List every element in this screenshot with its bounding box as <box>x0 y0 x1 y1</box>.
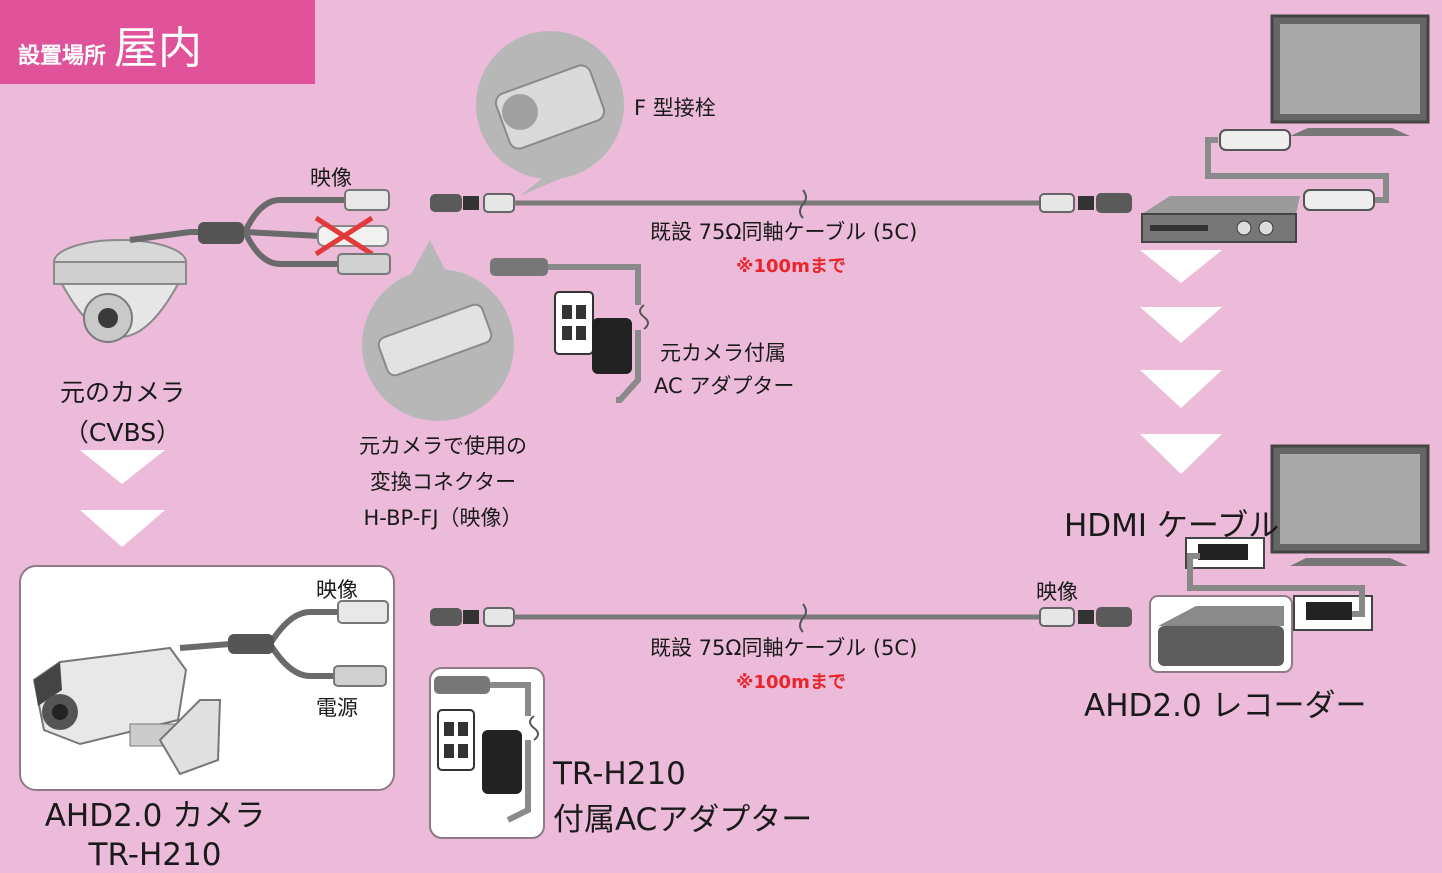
ahd-camera-label-2: TR-H210 <box>88 837 222 873</box>
ahd-recorder-icon <box>1158 606 1284 666</box>
original-camera-label-1: 元のカメラ <box>59 378 185 407</box>
ahd-ac-adapter-icon <box>434 676 539 823</box>
converter-label-2: 変換コネクター <box>369 470 517 494</box>
top-cable-note: ※100mまで <box>736 256 846 277</box>
ahd-camera-label-1: AHD2.0 カメラ <box>44 798 266 834</box>
bottom-video-label: 映像 <box>1036 580 1078 604</box>
cable-splitter-icon <box>198 222 244 244</box>
dc-jack-icon <box>337 253 391 275</box>
f-connector-label: F 型接栓 <box>634 96 716 120</box>
top-adapter-label-2: AC アダプター <box>654 374 795 398</box>
location-banner: 設置場所 屋内 <box>0 0 315 84</box>
ahd-camera-video-label: 映像 <box>316 578 358 602</box>
banner-large-label: 屋内 <box>114 23 203 74</box>
ahd-cable-splitter-icon <box>228 634 274 654</box>
ahd-camera-caption: AHD2.0 カメラ TR-H210 <box>20 790 290 873</box>
bottom-coax-cable <box>430 603 1132 633</box>
top-coax-cable <box>430 189 1132 219</box>
banner-small-label: 設置場所 <box>18 44 107 69</box>
ahd-adapter-label-1: TR-H210 <box>553 756 686 792</box>
f-connector-photo-icon <box>476 31 624 196</box>
ahd-recorder-label: AHD2.0 レコーダー <box>1084 688 1367 724</box>
top-rca-cable-icon <box>1205 129 1389 211</box>
hdmi-cable-label: HDMI ケーブル <box>1064 508 1280 544</box>
top-adapter-label-1: 元カメラ付属 <box>660 341 786 365</box>
ahd-adapter-label-2: 付属ACアダプター <box>553 802 813 838</box>
converter-label-3: H-BP-FJ（映像） <box>363 506 523 530</box>
top-ac-adapter-icon <box>490 258 649 403</box>
converter-photo-icon <box>362 240 514 421</box>
top-cable-label: 既設 75Ω同軸ケーブル (5C) <box>650 220 918 244</box>
original-camera-caption: 元のカメラ （CVBS） <box>20 373 225 449</box>
ahd-camera-power-label: 電源 <box>316 696 358 720</box>
bnc-plug-icon <box>344 189 390 211</box>
top-video-label: 映像 <box>310 166 352 190</box>
dome-camera-icon <box>53 239 187 343</box>
converter-label-1: 元カメラで使用の <box>359 434 527 458</box>
ahd-bnc-plug-icon <box>337 600 389 624</box>
top-tv-icon <box>1270 14 1430 136</box>
bottom-cable-label: 既設 75Ω同軸ケーブル (5C) <box>650 636 918 660</box>
flow-arrows-right <box>1140 250 1222 474</box>
converter-caption: 元カメラで使用の 変換コネクター H-BP-FJ（映像） <box>330 430 556 532</box>
ahd-dc-jack-icon <box>333 665 387 687</box>
flow-arrows-left <box>80 450 165 547</box>
original-camera-label-2: （CVBS） <box>63 418 182 447</box>
camera-pigtail-cables <box>129 197 345 267</box>
rca-plug-crossed-icon <box>314 215 389 257</box>
hdmi-cable-icon <box>1187 544 1365 620</box>
bottom-tv-icon <box>1270 444 1430 566</box>
bullet-camera-icon <box>32 646 222 776</box>
analog-recorder-icon <box>1141 196 1300 243</box>
ahd-adapter-caption: TR-H210 付属ACアダプター <box>553 756 812 839</box>
bottom-cable-note: ※100mまで <box>736 672 846 693</box>
